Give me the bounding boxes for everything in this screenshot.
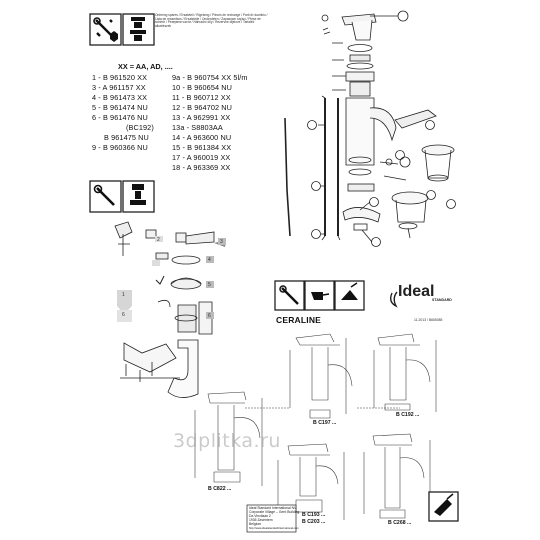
address-line: http://www.idealstandardinternational.co… xyxy=(249,527,299,530)
variant-label: B C268 ... xyxy=(388,520,412,526)
part-line: 5 - B 961474 NU xyxy=(92,103,148,112)
part-line: 3 - A 961157 XX xyxy=(92,83,146,92)
variant-label: B C192 ... xyxy=(396,412,420,418)
disassembly-drawings xyxy=(114,221,226,398)
address-line: Belgium xyxy=(249,522,262,526)
variant-label: B C197 ... xyxy=(313,420,337,426)
step-number: 4 xyxy=(208,257,211,263)
variant-label: B C193 ... xyxy=(302,512,326,518)
wrench-nut-icon xyxy=(89,13,122,46)
part-line: 13a - S8803AA xyxy=(172,123,223,132)
part-line: 13 - A 962991 XX xyxy=(172,113,231,122)
address-line: Da Vincilaan 2 xyxy=(249,514,271,518)
part-line: 18 - A 963369 XX xyxy=(172,163,231,172)
spare-parts-header: Ordering spares / Ersatzteil / Rigelsing… xyxy=(155,13,268,28)
product-name: CERALINE xyxy=(276,315,322,325)
variant-label: B C203 ... xyxy=(302,519,326,525)
address-box xyxy=(246,504,297,533)
address-line: Corporate Village – Gent Building xyxy=(249,510,300,514)
step-number: 5 xyxy=(208,282,211,288)
part-line: B 961475 NU xyxy=(104,133,149,142)
step-number: 2 xyxy=(157,237,160,243)
shower-icon xyxy=(428,491,459,522)
part-line: 9a - B 960754 XX 5l/m xyxy=(172,73,248,82)
exploded-tap-icon xyxy=(122,13,155,46)
variant-label: B C822 ... xyxy=(208,486,232,492)
step-number: 1 xyxy=(122,292,125,298)
tech-drawings xyxy=(194,333,437,520)
exploded-view xyxy=(284,10,456,247)
part-line: 12 - B 964702 NU xyxy=(172,103,233,112)
date-code: 11.2013 / B665085 xyxy=(414,318,443,322)
part-line: 17 - A 960019 XX xyxy=(172,153,231,162)
address-line: 1935 Zaventem xyxy=(249,518,273,522)
installation-steps xyxy=(89,180,155,213)
watermark: 3dplitka.ru xyxy=(173,430,281,452)
part-line: 11 - B 960712 XX xyxy=(172,93,231,102)
step-number: 6 xyxy=(208,313,211,319)
step-number: 3 xyxy=(220,239,223,245)
part-line: 4 - B 961473 XX xyxy=(92,93,148,102)
part-line: (BC192) xyxy=(126,123,154,132)
brand-sub: STANDARD xyxy=(432,298,452,302)
part-line: 10 - B 960654 NU xyxy=(172,83,233,92)
brand-name: Ideal xyxy=(398,283,435,300)
bottom-icons xyxy=(274,280,398,311)
part-line: 6 - B 961476 NU xyxy=(92,113,148,122)
part-line: 15 - B 961384 XX xyxy=(172,143,232,152)
step-number: 6 xyxy=(122,312,125,318)
part-line: 1 - B 961520 XX xyxy=(92,73,148,82)
variant-code: XX = AA, AD, .... xyxy=(118,62,173,71)
part-line: 14 - A 963600 NU xyxy=(172,133,232,142)
part-line: 9 - B 960366 NU xyxy=(92,143,148,152)
address-line: Ideal Standard International NV xyxy=(249,506,297,510)
